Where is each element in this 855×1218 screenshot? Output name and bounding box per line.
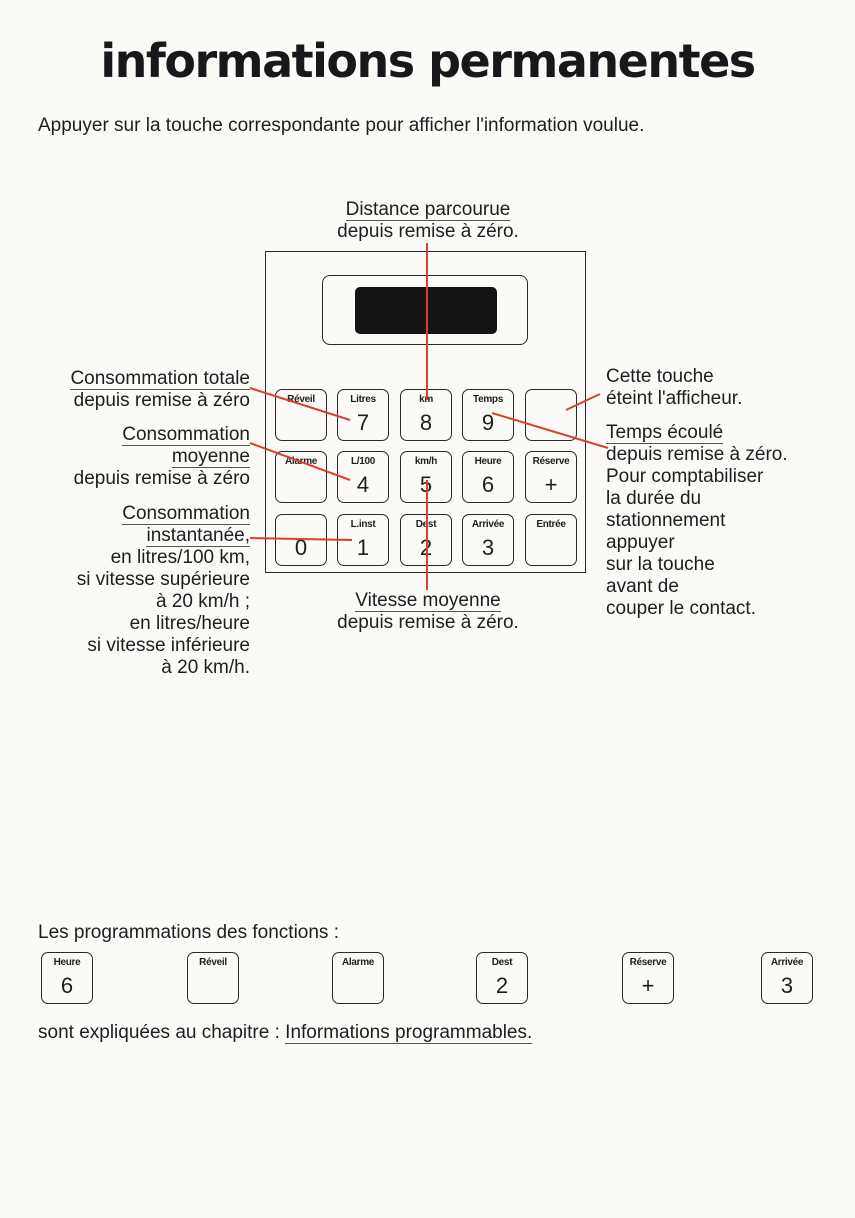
label-vitesse-sub: depuis remise à zéro. [337,612,519,633]
key-label: km [419,394,433,405]
label-conso-inst-line6: en litres/heure [129,613,250,634]
key-number: 1 [356,535,370,560]
key-label: Réserve [532,456,570,467]
label-conso-inst-line7: si vitesse inférieure [87,635,250,656]
label-conso-inst-line8: à 20 km/h. [161,657,250,678]
label-temps-line9: couper le contact. [606,598,756,619]
key-number: 4 [356,472,370,497]
key-label: Heure [53,957,81,968]
label-conso-inst-line3: en litres/100 km, [110,547,250,568]
label-distance-sub: depuis remise à zéro. [337,221,519,242]
key-label: Arrivée [471,519,505,530]
label-conso-moyenne-title1: Consommation [122,424,250,446]
key-number: 3 [780,973,794,998]
label-temps-line4: la durée du [606,488,702,509]
label-conso-inst: Consommation instantanée, en litres/100 … [20,503,250,679]
key-linst-1[interactable]: L.inst 1 [337,514,389,566]
label-distance: Distance parcourue depuis remise à zéro. [318,199,538,243]
label-temps-line2: depuis remise à zéro. [606,444,788,465]
key-display-off[interactable] [525,389,577,441]
prog-key-reserve-plus[interactable]: Réserve + [622,952,674,1004]
label-temps-line3: Pour comptabiliser [606,466,764,487]
key-number: 2 [419,535,433,560]
page-title: informations permanentes [100,34,756,88]
key-number: + [641,973,655,998]
key-number: 6 [60,973,74,998]
label-cette-touche-line2: éteint l'afficheur. [606,388,743,409]
label-temps-line5: stationnement [606,510,726,531]
label-conso-totale: Consommation totale depuis remise à zéro [20,368,250,412]
key-label: L/100 [350,456,376,467]
label-cette-touche-line1: Cette touche [606,366,714,387]
key-label: Litres [350,394,376,405]
label-conso-inst-title2: instantanée, [146,525,250,547]
key-label: Entrée [536,519,566,530]
label-vitesse: Vitesse moyenne depuis remise à zéro. [318,590,538,634]
prog-key-arrivee-3[interactable]: Arrivée 3 [761,952,813,1004]
key-dest-2[interactable]: Dest 2 [400,514,452,566]
label-conso-inst-title1: Consommation [122,503,250,525]
key-arrivee-3[interactable]: Arrivée 3 [462,514,514,566]
label-conso-inst-line4: si vitesse supérieure [76,569,250,590]
label-conso-inst-line5: à 20 km/h ; [156,591,250,612]
label-temps-title: Temps écoulé [606,422,724,444]
key-label: L.inst [350,519,376,530]
key-l100-4[interactable]: L/100 4 [337,451,389,503]
key-alarme[interactable]: Alarme [275,451,327,503]
label-temps: Temps écoulé depuis remise à zéro. Pour … [606,422,851,620]
label-temps-line6: appuyer [606,532,675,553]
key-label: Réveil [287,394,315,405]
key-entree[interactable]: Entrée [525,514,577,566]
key-label: Arrivée [770,957,804,968]
key-0[interactable]: 0 [275,514,327,566]
key-label: km/h [414,456,438,467]
label-distance-title: Distance parcourue [345,199,511,221]
key-number: 6 [481,472,495,497]
key-label: Alarme [341,957,375,968]
label-vitesse-title: Vitesse moyenne [355,590,501,612]
label-temps-line8: avant de [606,576,679,597]
key-km-8[interactable]: km 8 [400,389,452,441]
outro-prefix: sont expliquées au chapitre : [38,1022,280,1043]
key-number: 2 [495,973,509,998]
label-conso-moyenne-sub: depuis remise à zéro [73,468,250,489]
key-temps-9[interactable]: Temps 9 [462,389,514,441]
key-reserve-plus[interactable]: Réserve + [525,451,577,503]
intro-text: Appuyer sur la touche correspondante pou… [38,115,645,136]
key-label: Dest [415,519,437,530]
label-temps-line7: sur la touche [606,554,715,575]
prog-key-alarme[interactable]: Alarme [332,952,384,1004]
prog-key-dest-2[interactable]: Dest 2 [476,952,528,1004]
key-label: Alarme [284,456,318,467]
key-label: Réveil [199,957,227,968]
key-number: + [544,472,558,497]
key-number: 5 [419,472,433,497]
key-label: Réserve [629,957,667,968]
display-frame [322,275,528,345]
label-cette-touche: Cette touche éteint l'afficheur. [606,366,846,410]
key-number: 7 [356,410,370,435]
label-conso-moyenne-title2: moyenne [171,446,250,468]
label-conso-totale-title: Consommation totale [70,368,250,390]
key-number: 8 [419,410,433,435]
key-label: Temps [473,394,503,405]
key-kmh-5[interactable]: km/h 5 [400,451,452,503]
key-reveil[interactable]: Réveil [275,389,327,441]
key-heure-6[interactable]: Heure 6 [462,451,514,503]
key-number: 3 [481,535,495,560]
prog-key-heure-6[interactable]: Heure 6 [41,952,93,1004]
lcd-display [355,287,497,334]
prog-key-reveil[interactable]: Réveil [187,952,239,1004]
label-conso-moyenne: Consommation moyenne depuis remise à zér… [20,424,250,490]
key-number: 0 [294,535,308,560]
programmations-intro: Les programmations des fonctions : [38,922,339,943]
key-label: Heure [474,456,502,467]
label-conso-totale-sub: depuis remise à zéro [73,390,250,411]
key-litres-7[interactable]: Litres 7 [337,389,389,441]
key-label: Dest [491,957,513,968]
key-number: 9 [481,410,495,435]
chapter-link[interactable]: Informations programmables. [285,1022,533,1044]
programmations-outro: sont expliquées au chapitre : Informatio… [38,1022,533,1044]
